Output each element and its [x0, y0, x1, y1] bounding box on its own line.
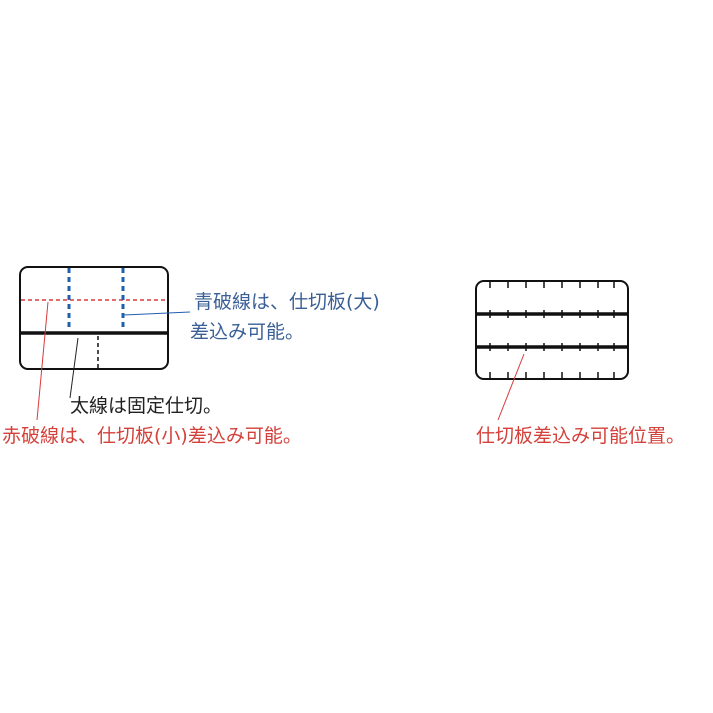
right-box-outline — [475, 280, 629, 380]
slot-position-caption: 仕切板差込み可能位置。 — [476, 425, 686, 447]
left-box-outline — [19, 266, 169, 370]
thick-line-caption: 太線は固定仕切。 — [70, 395, 223, 417]
right-box — [475, 280, 629, 421]
red-dashed-caption: 赤破線は、仕切板(小)差込み可能。 — [2, 425, 302, 447]
slot-leader-line — [497, 353, 525, 421]
red-leader-line — [36, 301, 49, 421]
thick-leader-line — [69, 337, 79, 399]
left-box — [19, 266, 191, 421]
blue-dashed-caption-line1: 青破線は、仕切板(大) — [194, 291, 380, 313]
slot-marks — [489, 282, 615, 378]
blue-dashed-caption-line2: 差込み可能。 — [190, 321, 305, 343]
blue-leader-line — [122, 311, 191, 316]
